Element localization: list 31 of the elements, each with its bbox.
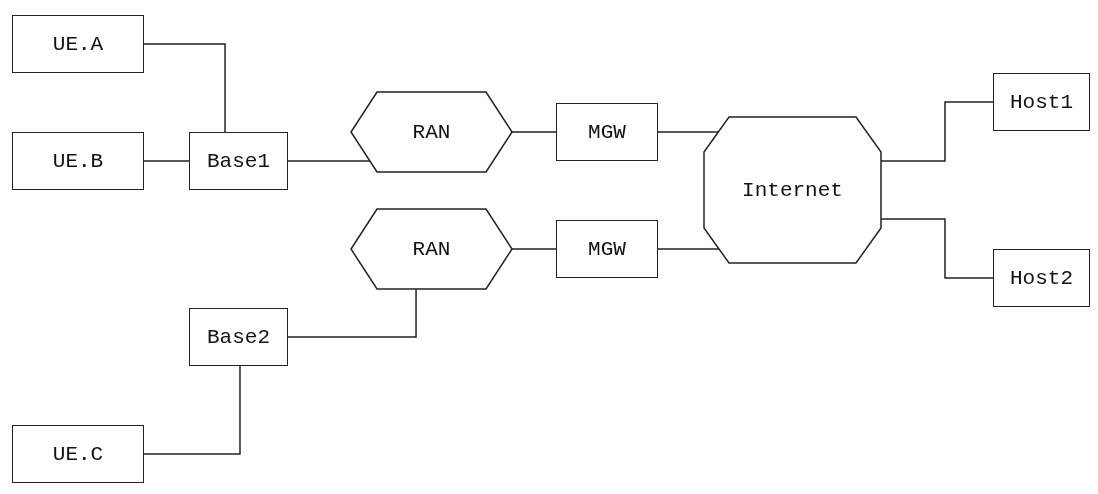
connector-line (143, 365, 241, 455)
node-label: MGW (588, 120, 626, 144)
connector-line (287, 160, 371, 162)
node-label: Internet (742, 178, 843, 202)
network-hexagon (351, 92, 512, 172)
gateway-box (556, 103, 658, 161)
host-box (993, 249, 1090, 307)
node-label: RAN (412, 237, 451, 261)
connector-line (287, 288, 417, 338)
node-label: Base2 (207, 325, 270, 349)
network-octagon (704, 117, 881, 263)
node-label: Host1 (1010, 90, 1073, 114)
network-hexagon (351, 209, 512, 289)
node-label: Host2 (1010, 266, 1073, 290)
base-station-box (189, 308, 288, 366)
device-box (12, 132, 144, 190)
node-label: MGW (588, 237, 626, 261)
connector-line (143, 43, 226, 133)
connector-line (511, 248, 557, 250)
node-label: UE.B (52, 149, 104, 173)
device-box (12, 15, 144, 73)
node-label: UE.C (52, 442, 104, 466)
gateway-box (556, 220, 658, 278)
base-station-box (189, 132, 288, 190)
connector-line (143, 160, 190, 162)
device-box (12, 425, 144, 483)
node-label: UE.A (52, 32, 104, 56)
node-label: RAN (412, 120, 451, 144)
host-box (993, 73, 1090, 131)
connector-line (511, 131, 557, 133)
node-label: Base1 (207, 149, 270, 173)
